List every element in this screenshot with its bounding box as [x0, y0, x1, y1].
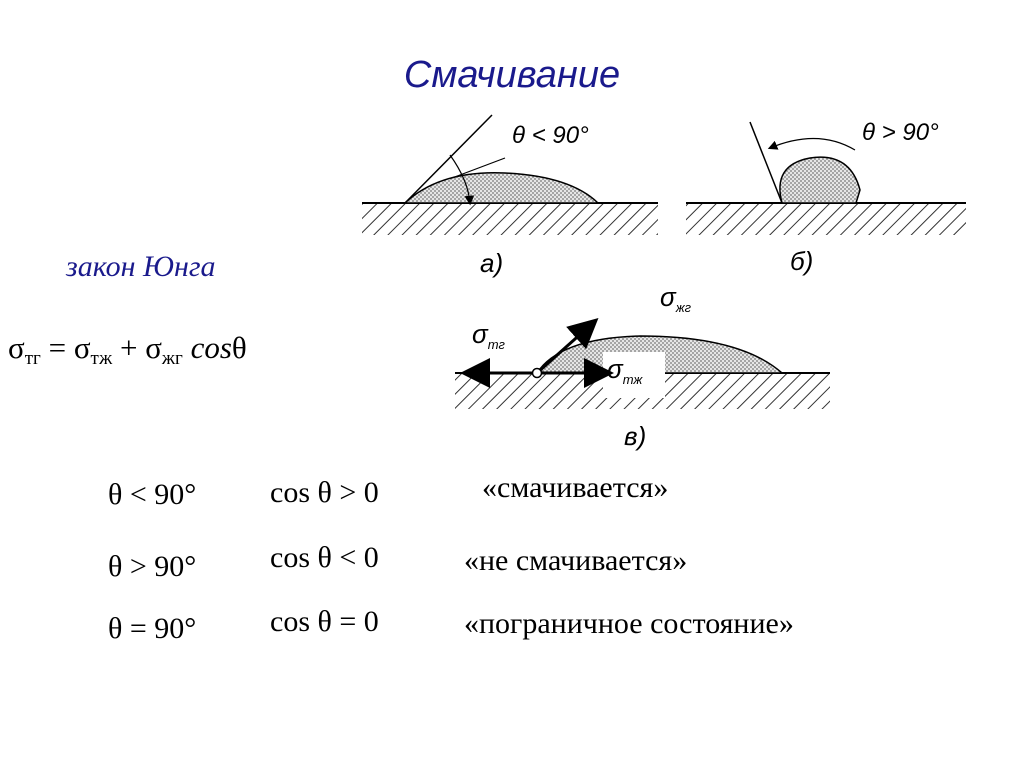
angle-label-a: θ < 90°	[512, 122, 589, 149]
subscript-tzh: тж	[90, 348, 113, 369]
angle-arc-b	[767, 137, 856, 151]
sigma-symbol: σ	[8, 330, 25, 365]
tangent-line-b	[749, 121, 783, 204]
caption-b: б)	[790, 246, 813, 276]
angle-pointer-a	[451, 157, 506, 179]
condition-cos-2: cos θ < 0	[270, 541, 379, 574]
young-formula: σтг = σтж + σжг cosθ	[8, 330, 247, 370]
figure-a: θ < 90° а)	[362, 114, 658, 278]
droplet-a	[403, 172, 600, 204]
sigma-tg-label: σтг	[472, 319, 506, 352]
surface-a	[362, 203, 658, 235]
sigma-symbol: σ	[73, 330, 91, 365]
theta-symbol: θ	[231, 330, 247, 365]
sigma-symbol: σ	[145, 330, 162, 365]
plus-sign: +	[119, 330, 138, 365]
contact-point	[531, 367, 543, 379]
caption-c: в)	[624, 421, 646, 451]
subscript-tg: тг	[24, 348, 41, 369]
caption-a: а)	[480, 248, 503, 278]
figure-c: σтг σжг σтж в)	[455, 282, 830, 451]
equals-sign: =	[48, 330, 67, 365]
condition-cos-3: cos θ = 0	[270, 605, 379, 638]
condition-result-1: «смачивается»	[482, 471, 669, 504]
slide-title: Смачивание	[403, 54, 621, 96]
angle-label-b: θ > 90°	[862, 119, 939, 146]
arrow-sigma-zhg	[535, 317, 599, 375]
condition-angle-3: θ = 90°	[108, 612, 197, 645]
subscript-zhg: жг	[161, 348, 183, 369]
surface-b	[686, 203, 966, 235]
condition-cos-1: cos θ > 0	[270, 476, 379, 509]
sigma-tzh-label: σтж	[607, 354, 643, 387]
condition-angle-1: θ < 90°	[108, 478, 197, 511]
tangent-line-a	[404, 114, 493, 204]
condition-angle-2: θ > 90°	[108, 550, 197, 583]
sigma-zhg-label: σжг	[660, 282, 692, 315]
cos-function: cos	[190, 330, 232, 365]
young-law-label: закон Юнга	[66, 250, 216, 283]
condition-result-2: «не смачивается»	[464, 544, 688, 577]
angle-arc-a	[449, 154, 475, 206]
droplet-b	[779, 156, 861, 204]
figure-b: θ > 90° б)	[686, 119, 966, 276]
condition-result-3: «пограничное состояние»	[464, 607, 794, 640]
